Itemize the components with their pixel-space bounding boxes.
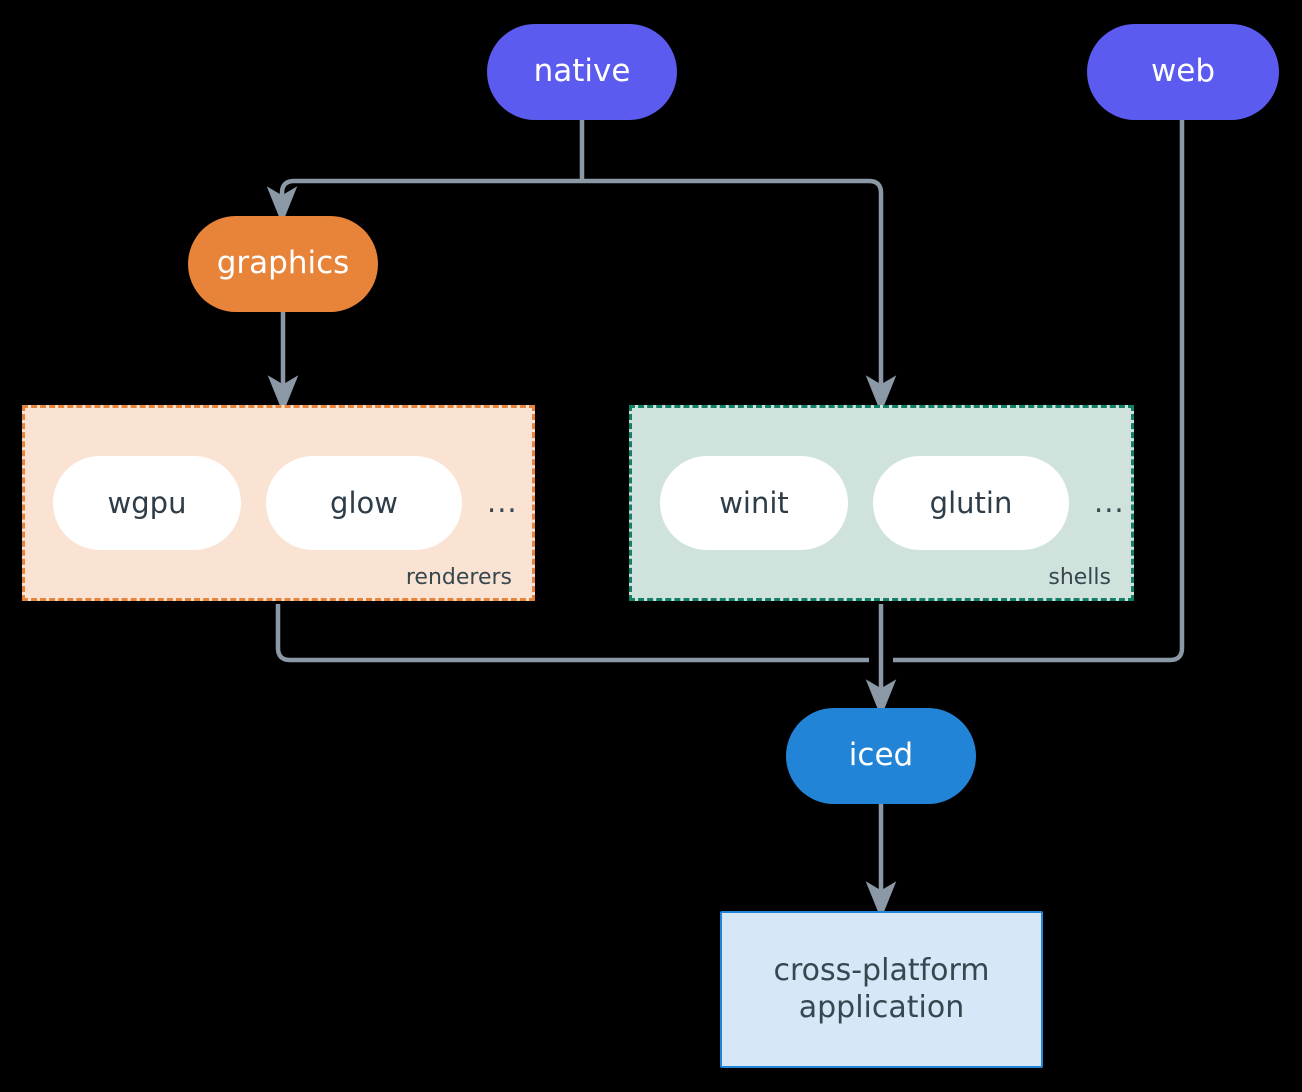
node-graphics[interactable]: graphics	[188, 216, 378, 312]
pill-glutin-label: glutin	[929, 486, 1013, 520]
node-iced[interactable]: iced	[786, 708, 976, 804]
pill-wgpu[interactable]: wgpu	[53, 456, 241, 550]
node-graphics-label: graphics	[216, 245, 350, 282]
node-iced-label: iced	[848, 737, 914, 774]
node-application-label-line2: application	[798, 989, 965, 1025]
node-web-label: web	[1150, 53, 1216, 90]
renderers-ellipsis: ...	[487, 485, 518, 520]
group-renderers-items: wgpu glow ...	[25, 408, 532, 598]
node-application-label-line1: cross-platform	[773, 952, 990, 988]
shells-ellipsis: ...	[1094, 485, 1125, 520]
edge-native-shells	[582, 178, 897, 414]
edge-renderers-iced	[275, 604, 869, 663]
group-renderers-label: renderers	[405, 565, 512, 590]
pill-winit[interactable]: winit	[660, 456, 848, 550]
pill-glow[interactable]: glow	[266, 456, 462, 550]
pill-winit-label: winit	[719, 486, 789, 520]
pill-glutin[interactable]: glutin	[873, 456, 1069, 550]
node-cross-platform-application[interactable]: cross-platform application	[720, 911, 1043, 1068]
node-web[interactable]: web	[1087, 24, 1279, 120]
group-shells-label: shells	[1048, 565, 1111, 590]
group-shells-items: winit glutin ...	[632, 408, 1131, 598]
group-shells: winit glutin ... shells	[629, 405, 1134, 601]
node-native[interactable]: native	[487, 24, 677, 120]
group-renderers: wgpu glow ... renderers	[22, 405, 535, 601]
pill-glow-label: glow	[330, 486, 398, 520]
pill-wgpu-label: wgpu	[107, 486, 187, 520]
node-native-label: native	[533, 53, 631, 90]
edge-native-graphics	[266, 178, 582, 225]
